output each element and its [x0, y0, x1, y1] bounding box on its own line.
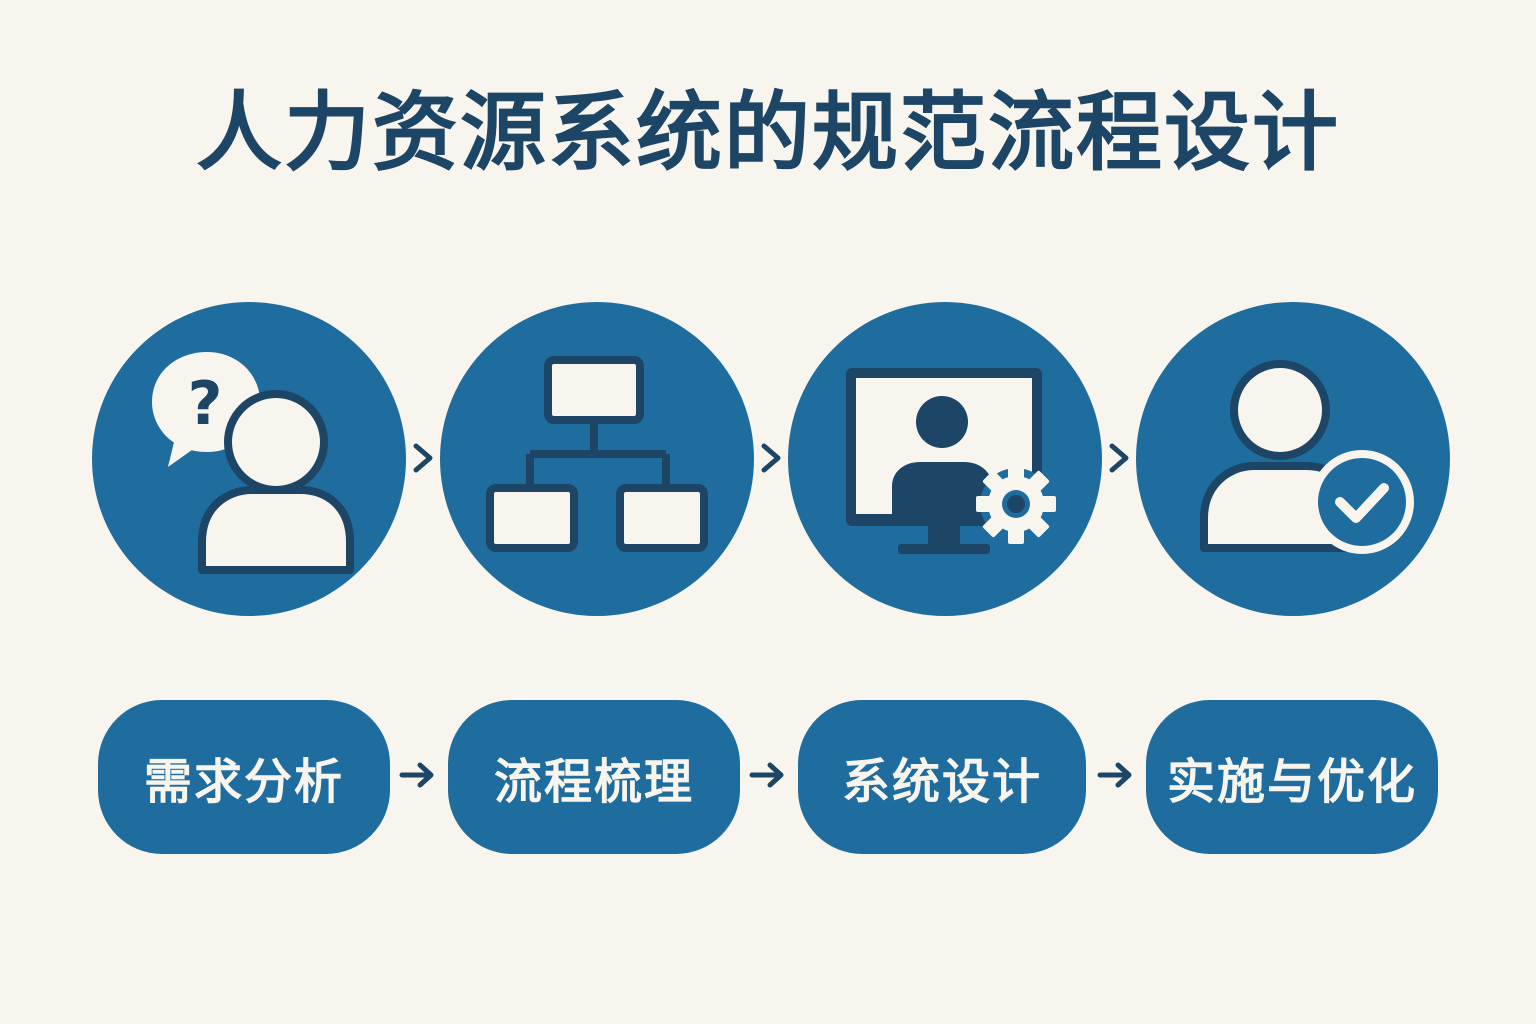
step-1-label: 需求分析 [143, 754, 344, 810]
arrow-right-icon [1097, 762, 1132, 788]
chevron-right-icon [761, 443, 781, 473]
step-1-label-pill: 需求分析 [98, 700, 390, 854]
step-4-label-pill: 实施与优化 [1146, 700, 1438, 854]
monitor-gear-icon [846, 368, 1056, 554]
step-3-label: 系统设计 [841, 754, 1042, 810]
step-2-label: 流程梳理 [493, 754, 694, 810]
step-4-circle [1136, 302, 1450, 616]
step-4-label: 实施与优化 [1166, 754, 1417, 810]
step-2-circle [440, 302, 754, 616]
page-title: 人力资源系统的规范流程设计 [196, 83, 1340, 183]
flowchart-icon [486, 356, 708, 552]
step-2-label-pill: 流程梳理 [448, 700, 740, 854]
chevron-right-icon [1109, 443, 1129, 473]
arrow-right-icon [399, 762, 434, 788]
person-question-icon: ? [152, 352, 354, 574]
person-check-icon [1200, 360, 1414, 554]
step-1-circle: ? [92, 302, 406, 616]
arrow-right-icon [749, 762, 784, 788]
svg-text:?: ? [188, 369, 223, 439]
chevron-right-icon [413, 443, 433, 473]
step-3-circle [788, 302, 1102, 616]
step-3-label-pill: 系统设计 [798, 700, 1086, 854]
